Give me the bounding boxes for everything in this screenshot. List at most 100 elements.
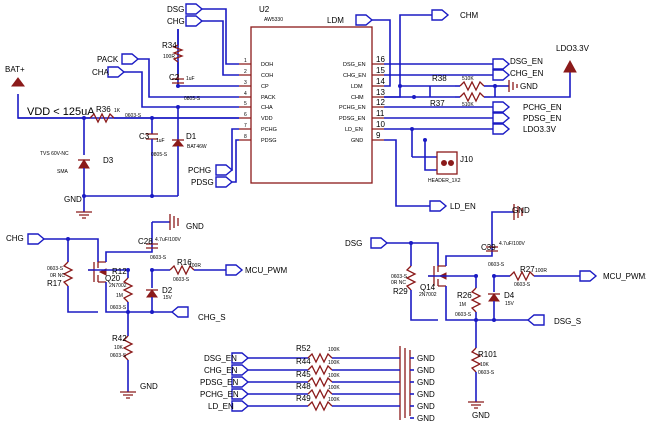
svg-text:1M: 1M <box>459 302 466 308</box>
svg-text:10K: 10K <box>114 345 124 351</box>
svg-text:PDSG_EN: PDSG_EN <box>200 378 238 387</box>
svg-text:15V: 15V <box>163 295 173 301</box>
net-flag-ldo3v3: LDO3.3V <box>492 123 557 135</box>
svg-text:GND: GND <box>520 82 538 91</box>
svg-text:PCHG_EN: PCHG_EN <box>523 103 562 112</box>
svg-text:D3: D3 <box>103 156 114 165</box>
svg-text:CHG: CHG <box>6 234 24 243</box>
svg-text:DSG_S: DSG_S <box>554 317 581 326</box>
svg-text:D2: D2 <box>162 286 173 295</box>
pulldown-row: PDSG_EN R45 100K GND <box>200 370 435 388</box>
svg-text:GND: GND <box>512 206 530 215</box>
svg-text:R38: R38 <box>432 74 447 83</box>
svg-text:DSG_EN: DSG_EN <box>204 354 237 363</box>
svg-text:100K: 100K <box>328 373 340 379</box>
power-ldo3v3: LDO3.3V <box>556 44 590 73</box>
svg-text:R12: R12 <box>112 267 127 276</box>
svg-text:R37: R37 <box>430 99 445 108</box>
svg-text:D4: D4 <box>504 291 515 300</box>
pin-num: 5 <box>244 101 247 107</box>
svg-text:4.7uF/100V: 4.7uF/100V <box>155 237 182 243</box>
pin-name: LDM <box>351 84 363 90</box>
svg-text:LDM: LDM <box>327 16 344 25</box>
svg-text:0603-S: 0603-S <box>173 277 190 283</box>
ground-gnd-right: GND <box>508 80 538 92</box>
svg-text:DSG: DSG <box>345 239 362 248</box>
net-flag-ld-en: LD_EN <box>429 200 476 212</box>
net-flag-pack: PACK <box>97 53 140 65</box>
svg-text:CHM: CHM <box>460 11 479 20</box>
pin-num: 10 <box>376 120 385 129</box>
capacitor-c2: C2 1uF 0805-S <box>169 73 201 102</box>
svg-text:R42: R42 <box>112 334 127 343</box>
pin-name: PDSG_EN <box>339 116 365 122</box>
svg-text:GND: GND <box>417 390 435 399</box>
svg-text:CHG: CHG <box>167 17 185 26</box>
svg-text:R26: R26 <box>457 291 472 300</box>
svg-text:R34: R34 <box>162 41 177 50</box>
pulldown-array: DSG_EN R52 100K GND CHG_EN R44 100K GND … <box>200 344 435 423</box>
net-flag-ldm: LDM <box>327 14 374 26</box>
svg-text:1uF: 1uF <box>156 138 165 144</box>
svg-text:R44: R44 <box>296 357 311 366</box>
svg-text:GND: GND <box>417 366 435 375</box>
svg-text:4.7uF/100V: 4.7uF/100V <box>499 241 526 247</box>
pin-name: COH <box>261 73 273 79</box>
pin-num: 16 <box>376 55 385 64</box>
svg-text:100K: 100K <box>328 397 340 403</box>
diode-d1: D1 BAT46W <box>171 107 207 196</box>
pin-num: 1 <box>244 58 247 64</box>
resistor-r36: R36 1K 0603-S <box>89 105 142 124</box>
svg-text:0603-S: 0603-S <box>391 274 408 280</box>
svg-text:C39: C39 <box>481 243 496 252</box>
svg-text:0603-S: 0603-S <box>478 370 495 376</box>
pin-num: 4 <box>244 91 247 97</box>
diode-d3: D3 TVS 60V-NC SMA <box>40 118 114 208</box>
pin-num: 2 <box>244 69 247 75</box>
svg-text:0603-S: 0603-S <box>125 113 142 119</box>
pin-name: LD_EN <box>345 127 363 133</box>
dsg-drive-circuit: DSG R29 0603-S 0R NC Q14 2N7002 R26 1M 0… <box>345 204 646 420</box>
pin-num: 8 <box>244 134 247 140</box>
svg-text:GND: GND <box>64 195 82 204</box>
svg-text:R49: R49 <box>296 394 311 403</box>
svg-text:Q20: Q20 <box>105 274 121 283</box>
svg-text:LD_EN: LD_EN <box>450 202 476 211</box>
svg-text:R16: R16 <box>177 258 192 267</box>
ground-bus-left: GND <box>64 194 178 219</box>
pin-num: 3 <box>244 80 247 86</box>
pin-name: CHG_EN <box>343 73 366 79</box>
svg-text:GND: GND <box>140 382 158 391</box>
svg-text:510K: 510K <box>462 76 474 82</box>
svg-text:BAT+: BAT+ <box>5 65 25 74</box>
svg-text:0R NC: 0R NC <box>391 280 406 286</box>
svg-text:510K: 510K <box>462 102 474 108</box>
pin-num: 13 <box>376 88 385 97</box>
svg-text:DSG_EN: DSG_EN <box>510 57 543 66</box>
svg-text:SMA: SMA <box>57 169 69 175</box>
svg-text:100R: 100R <box>163 54 175 60</box>
svg-text:LDO3.3V: LDO3.3V <box>556 44 590 53</box>
pin-num: 7 <box>244 123 247 129</box>
svg-text:100R: 100R <box>189 263 201 269</box>
pulldown-row: CHG_EN R44 100K GND <box>204 357 435 376</box>
pin-num: 6 <box>244 112 247 118</box>
svg-text:1uF: 1uF <box>186 76 195 82</box>
pin-name: CHM <box>351 95 364 101</box>
top-wiring <box>17 8 239 183</box>
svg-text:MCU_PWM: MCU_PWM <box>245 266 288 275</box>
svg-text:0805-S: 0805-S <box>151 152 168 158</box>
svg-text:DSG: DSG <box>167 5 184 14</box>
net-flag-chg: CHG <box>167 15 204 27</box>
svg-text:LDO3.3V: LDO3.3V <box>523 125 557 134</box>
ic-u2: U2 AW5330 1 2 3 4 5 6 7 8 DOH COH CP PAC… <box>239 5 385 184</box>
svg-text:C3: C3 <box>139 132 150 141</box>
net-flag-pchg-en: PCHG_EN <box>492 101 562 113</box>
svg-text:0603-S: 0603-S <box>514 282 531 288</box>
svg-text:R52: R52 <box>296 344 311 353</box>
svg-text:R101: R101 <box>478 350 498 359</box>
svg-text:CHA: CHA <box>92 68 110 77</box>
svg-text:GND: GND <box>417 354 435 363</box>
pin-num: 14 <box>376 77 385 86</box>
svg-text:10K: 10K <box>480 362 490 368</box>
